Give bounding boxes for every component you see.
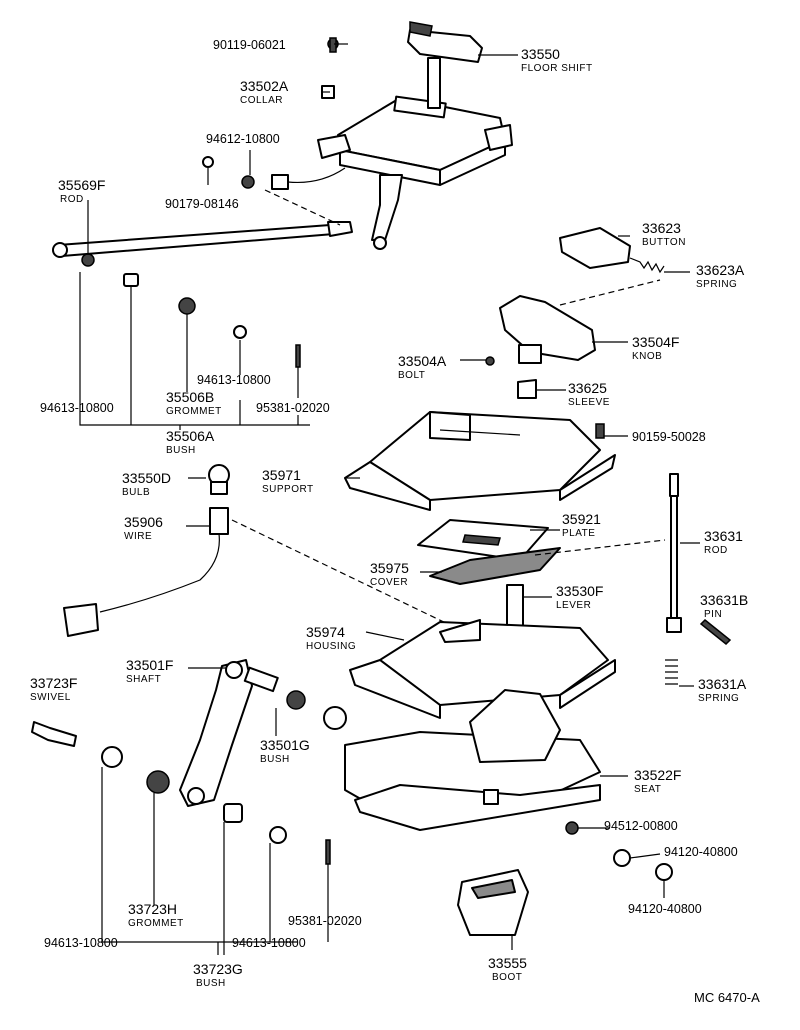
callout-33504a-number: 33504A: [398, 353, 447, 369]
callout-35974-number: 35974: [306, 624, 345, 640]
callout-33501f-number: 33501F: [126, 657, 173, 673]
callout-33501g-name: BUSH: [260, 754, 290, 765]
callout-33522f-number: 33522F: [634, 767, 681, 783]
callout-35906-number: 35906: [124, 514, 163, 530]
callout-33502a-number: 33502A: [240, 78, 289, 94]
callout-33631b-number: 33631B: [700, 592, 748, 608]
leader-lines: [79, 43, 700, 955]
callout-33504a-name: BOLT: [398, 370, 425, 381]
callout-33631a-name: SPRING: [698, 693, 739, 704]
rod-pin-spring: [665, 473, 732, 685]
callout-35921-name: PLATE: [562, 528, 595, 539]
callout-95381-02020-b: 95381-02020: [288, 914, 362, 928]
callouts: 90119-06021 33550 FLOOR SHIFT 33502A COL…: [30, 38, 760, 1005]
bulb-wire: [63, 464, 451, 637]
callout-33530f-name: LEVER: [556, 600, 591, 611]
callout-35506b-number: 35506B: [166, 389, 214, 405]
callout-35569f-name: ROD: [60, 194, 84, 205]
callout-35506a-name: BUSH: [166, 445, 196, 456]
callout-33623a-name: SPRING: [696, 279, 737, 290]
callout-35921-number: 35921: [562, 511, 601, 527]
callout-35974-name: HOUSING: [306, 641, 356, 652]
callout-33631a-number: 33631A: [698, 676, 747, 692]
callout-33555-number: 33555: [488, 955, 527, 971]
callout-33550d-name: BULB: [122, 487, 150, 498]
callout-33631-number: 33631: [704, 528, 743, 544]
callout-35569f-number: 35569F: [58, 177, 105, 193]
callout-33550d-number: 33550D: [122, 470, 171, 486]
callout-94512-00800: 94512-00800: [604, 819, 678, 833]
callout-33550-number: 33550: [521, 46, 560, 62]
swivel-hardware: [31, 721, 331, 865]
callout-33550-name: FLOOR SHIFT: [521, 63, 593, 74]
callout-33631-name: ROD: [704, 545, 728, 556]
callout-94613-10800-a: 94613-10800: [40, 401, 114, 415]
callout-33625-name: SLEEVE: [568, 397, 610, 408]
callout-33522f-name: SEAT: [634, 784, 661, 795]
callout-35506b-name: GROMMET: [166, 406, 222, 417]
callout-95381-02020-a: 95381-02020: [256, 401, 330, 415]
callout-33723g-number: 33723G: [193, 961, 243, 977]
button-spring: [559, 227, 665, 306]
boot-33555: [457, 869, 529, 936]
callout-33502a-name: COLLAR: [240, 95, 283, 106]
callout-33501f-name: SHAFT: [126, 674, 161, 685]
callout-33623-number: 33623: [642, 220, 681, 236]
callout-33623-name: BUTTON: [642, 237, 686, 248]
callout-33555-name: BOOT: [492, 972, 522, 983]
callout-35975-number: 35975: [370, 560, 409, 576]
callout-94613-10800-b: 94613-10800: [197, 373, 271, 387]
callout-33723h-name: GROMMET: [128, 918, 184, 929]
seat-33522f: [344, 689, 673, 881]
plate-cover: [417, 519, 666, 585]
callout-33631b-name: PIN: [704, 609, 722, 620]
lever-housing: [349, 584, 616, 719]
shaft-33501f: [179, 659, 347, 807]
diagram-reference: MC 6470-A: [694, 990, 760, 1005]
callout-33625-number: 33625: [568, 380, 607, 396]
rod-hardware: [123, 273, 301, 368]
callout-94120-40800-b: 94120-40800: [628, 902, 702, 916]
callout-35975-name: COVER: [370, 577, 408, 588]
callout-33723f-name: SWIVEL: [30, 692, 71, 703]
callout-94613-10800-d: 94613-10800: [232, 936, 306, 950]
rod-35569f: [52, 189, 353, 267]
callout-90119-06021: 90119-06021: [213, 38, 286, 52]
callout-33723f-number: 33723F: [30, 675, 77, 691]
support-35971: [344, 411, 616, 511]
callout-90159-50028: 90159-50028: [632, 430, 706, 444]
callout-35906-name: WIRE: [124, 531, 152, 542]
callout-90179-08146: 90179-08146: [165, 197, 239, 211]
callout-94120-40800-a: 94120-40800: [664, 845, 738, 859]
callout-94612-10800: 94612-10800: [206, 132, 280, 146]
callout-33504f-name: KNOB: [632, 351, 662, 362]
callout-35506a-number: 35506A: [166, 428, 215, 444]
callout-35971-number: 35971: [262, 467, 301, 483]
floor-shift-assembly: [202, 21, 513, 250]
callout-35971-name: SUPPORT: [262, 484, 314, 495]
callout-33623a-number: 33623A: [696, 262, 745, 278]
knob-33504f: [485, 295, 596, 399]
callout-33501g-number: 33501G: [260, 737, 310, 753]
callout-94613-10800-c: 94613-10800: [44, 936, 118, 950]
callout-33530f-number: 33530F: [556, 583, 603, 599]
callout-33723h-number: 33723H: [128, 901, 177, 917]
callout-33504f-number: 33504F: [632, 334, 679, 350]
callout-33723g-name: BUSH: [196, 978, 226, 989]
